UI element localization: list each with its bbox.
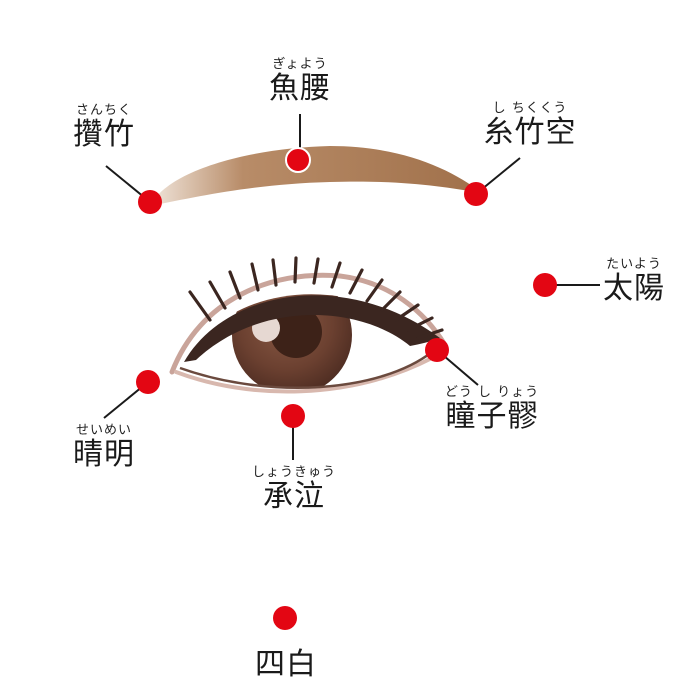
label-gyoyo: ぎょよう 魚腰 [269,58,331,104]
eyelid-crease [169,272,448,375]
point-gyoyo [285,147,311,173]
point-shichikukuu [464,182,488,206]
eyelashes [188,256,444,340]
point-taiyo [533,273,557,297]
name-shihaku: 四白 [255,647,317,682]
reading-doshiryo: どう し りょう [444,385,540,400]
reading-seimei: せいめい [75,423,132,438]
reading-sanchiku: さんちく [75,103,132,118]
label-seimei: せいめい 晴明 [73,424,135,470]
label-doshiryo: どう し りょう 瞳子髎 [445,386,539,432]
point-doshiryo [425,338,449,362]
reading-shokyu: しょうきゅう [251,465,337,480]
name-sanchiku: 攢竹 [73,117,135,152]
name-taiyo: 太陽 [603,271,665,306]
name-shokyu: 承泣 [262,479,325,514]
point-seimei [136,370,160,394]
reading-gyoyo: ぎょよう [272,57,328,72]
label-shichikukuu: し ちくくう 糸竹空 [484,102,577,148]
lower-lid-line [174,356,434,394]
label-shihaku: 四白 [255,650,317,680]
point-sanchiku [138,190,162,214]
name-seimei: 晴明 [73,437,135,472]
label-shokyu: しょうきゅう 承泣 [252,466,336,512]
name-gyoyo: 魚腰 [269,71,331,106]
eyebrow [150,146,482,206]
upper-eyeliner [184,295,440,362]
point-shihaku [273,606,297,630]
name-shichikukuu: 糸竹空 [483,115,577,150]
label-sanchiku: さんちく 攢竹 [73,104,135,150]
pupil [270,306,322,358]
reading-shichikukuu: し ちくくう [492,101,568,116]
acupoints [136,147,557,630]
point-shokyu [281,404,305,428]
label-taiyo: たいよう 太陽 [603,258,665,304]
lower-lid-shadow [179,351,433,389]
reading-taiyo: たいよう [606,257,662,272]
name-doshiryo: 瞳子髎 [445,399,539,434]
